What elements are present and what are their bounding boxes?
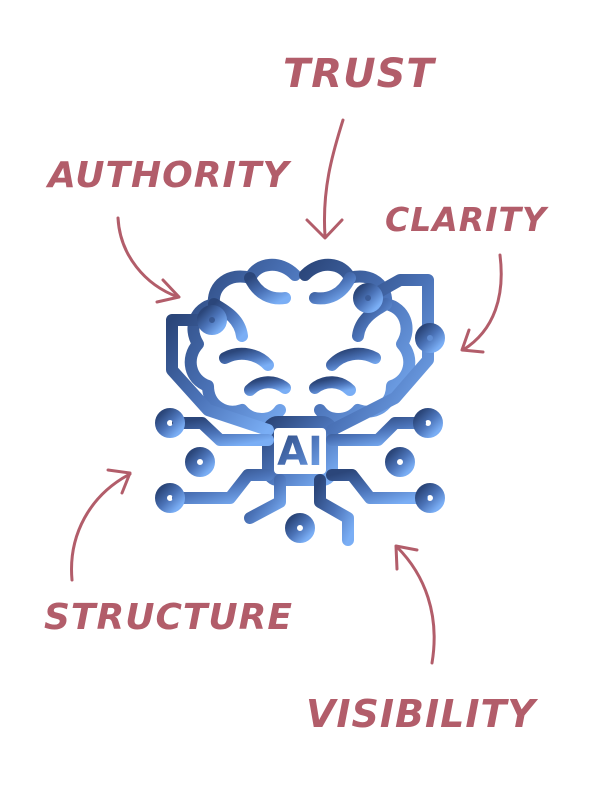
arrow-structure	[70, 472, 132, 582]
brain-fold-right-2	[352, 298, 392, 342]
ai-chip-label: AI	[277, 429, 323, 475]
label-trust: TRUST	[283, 51, 435, 97]
arrow-visibility-head	[394, 544, 419, 571]
label-authority: AUTHORITY	[48, 155, 290, 196]
brain-fold-left-3	[219, 347, 274, 371]
node-right-mid	[413, 408, 443, 438]
node-right-top	[353, 283, 383, 313]
node-right-mid-top	[415, 323, 445, 353]
circuit-right-bottom	[326, 469, 428, 504]
arrow-authority	[116, 216, 180, 299]
arrow-trust	[322, 118, 345, 238]
circuit-left-mid	[172, 417, 274, 446]
node-left-top	[197, 305, 227, 335]
circuit-right-top	[326, 274, 434, 436]
circuit-bottom-right	[314, 474, 354, 546]
brain-fold-left-2	[208, 298, 248, 342]
brain-fold-left-4	[244, 376, 291, 396]
arrow-clarity	[461, 253, 503, 352]
node-bottom-center	[285, 513, 315, 543]
circuit-left-bottom	[172, 469, 274, 504]
label-clarity: CLARITY	[385, 200, 547, 239]
brain-fold-left-1	[244, 272, 291, 305]
arrow-visibility	[395, 545, 436, 665]
brain-fold-right-1	[309, 272, 356, 305]
node-left-mid	[155, 408, 185, 438]
brain-fold-right-3	[326, 347, 381, 371]
arrow-authority-head	[155, 278, 181, 304]
label-visibility: VISIBILITY	[306, 692, 536, 736]
label-structure: STRUCTURE	[44, 597, 293, 638]
node-right-low	[385, 447, 415, 477]
circuit-bottom-left	[244, 474, 286, 524]
arrow-clarity-head	[460, 328, 485, 354]
node-left-low	[185, 447, 215, 477]
node-left-bottom	[155, 483, 185, 513]
ai-brain-circuit-icon: AI	[155, 258, 445, 546]
node-right-bottom	[415, 483, 445, 513]
brain-fold-right-4	[309, 376, 356, 396]
circuit-left-top	[166, 314, 274, 436]
circuit-right-mid	[326, 417, 426, 446]
arrow-structure-head	[106, 468, 132, 495]
arrow-trust-head	[305, 218, 344, 240]
